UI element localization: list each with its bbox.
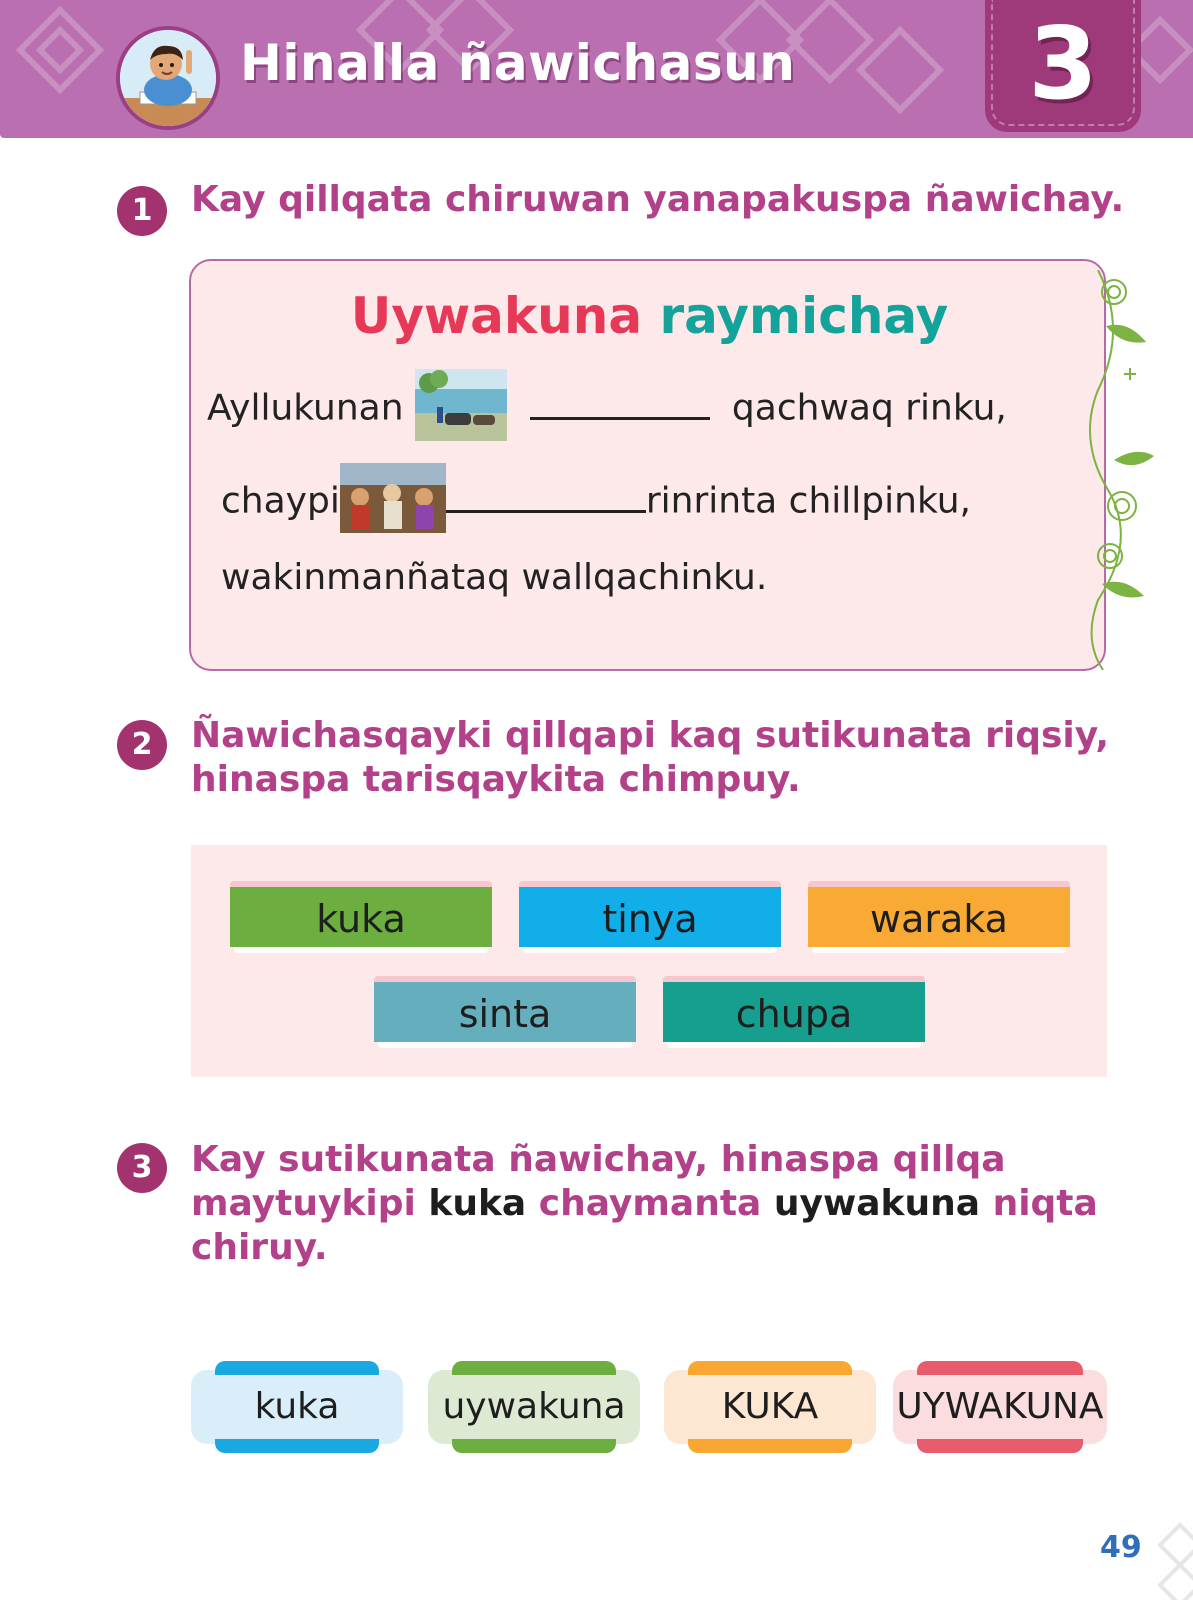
blank-line-2[interactable] (445, 509, 646, 513)
reading-line-3: wakinmanñataq wallqachinku. (221, 557, 768, 598)
answer-pill-uywakuna[interactable]: uywakuna (428, 1361, 640, 1453)
reading-line-2-start: chaypi (221, 480, 340, 522)
word-bank: kuka tinya waraka sinta chupa (191, 845, 1107, 1077)
activity-3-line3: chiruy. (191, 1227, 328, 1268)
answer-pill-KUKA[interactable]: KUKA (664, 1361, 876, 1453)
unit-tab: 3 (985, 0, 1141, 132)
activity-1-number: 1 (117, 186, 167, 236)
reading-line-2: chaypi rinrinta chillpinku, (221, 463, 971, 542)
reading-title: Uywakuna raymichay (191, 287, 1108, 345)
word-chip-chupa[interactable]: chupa (663, 976, 925, 1048)
keyword-kuka: kuka (428, 1183, 527, 1224)
activity-3-line1: Kay sutikunata ñawichay, hinaspa qillqa (191, 1139, 1006, 1180)
answer-pill-UYWAKUNA[interactable]: UYWAKUNA (893, 1361, 1107, 1453)
reading-line-1-end: qachwaq rinku, (731, 387, 1007, 429)
word-chip-waraka[interactable]: waraka (808, 881, 1070, 953)
answer-pill-kuka[interactable]: kuka (191, 1361, 403, 1453)
word-chip-sinta[interactable]: sinta (374, 976, 636, 1048)
activity-2-instruction-line1: Ñawichasqayki qillqapi kaq sutikunata ri… (191, 715, 1110, 756)
reading-title-part1: Uywakuna (350, 287, 643, 345)
reading-line-2-end: rinrinta chillpinku, (645, 480, 971, 522)
corner-diamond-decoration (1157, 1522, 1193, 1600)
reading-line-1: Ayllukunan qachwaq rinku, (207, 369, 1007, 450)
reading-title-part2: raymichay (659, 287, 949, 345)
word-chip-tinya[interactable]: tinya (519, 881, 781, 953)
section-title: Hinalla ñawichasun (240, 34, 796, 92)
keyword-uywakuna: uywakuna (773, 1183, 981, 1224)
activity-2-instruction-line2: hinaspa tarisqaykita chimpuy. (191, 759, 801, 800)
page-number: 49 (1100, 1530, 1142, 1565)
page-header: Hinalla ñawichasun 3 (0, 0, 1193, 138)
word-chip-kuka[interactable]: kuka (230, 881, 492, 953)
reading-passage-box: Uywakuna raymichay Ayllukunan qachwaq ri… (189, 259, 1106, 671)
blank-line-1[interactable] (530, 416, 711, 420)
activity-3-number: 3 (117, 1143, 167, 1193)
header-diamond-pattern (15, 0, 1193, 115)
river-cattle-picture (415, 369, 508, 450)
activity-2-number: 2 (117, 720, 167, 770)
reading-line-1-start: Ayllukunan (207, 387, 404, 429)
boy-reading-avatar (116, 26, 220, 130)
activity-3-line2: maytuykipi kuka chaymanta uywakuna niqta (191, 1183, 1098, 1224)
vine-decoration (1089, 270, 1154, 670)
activity-2-instruction: Ñawichasqayki qillqapi kaq sutikunata ri… (191, 714, 1109, 802)
festival-picture (339, 463, 446, 542)
activity-1-instruction: Kay qillqata chiruwan yanapakuspa ñawich… (191, 179, 1125, 220)
activity-3-instruction: Kay sutikunata ñawichay, hinaspa qillqa … (191, 1138, 1098, 1270)
unit-number: 3 (1028, 5, 1098, 122)
